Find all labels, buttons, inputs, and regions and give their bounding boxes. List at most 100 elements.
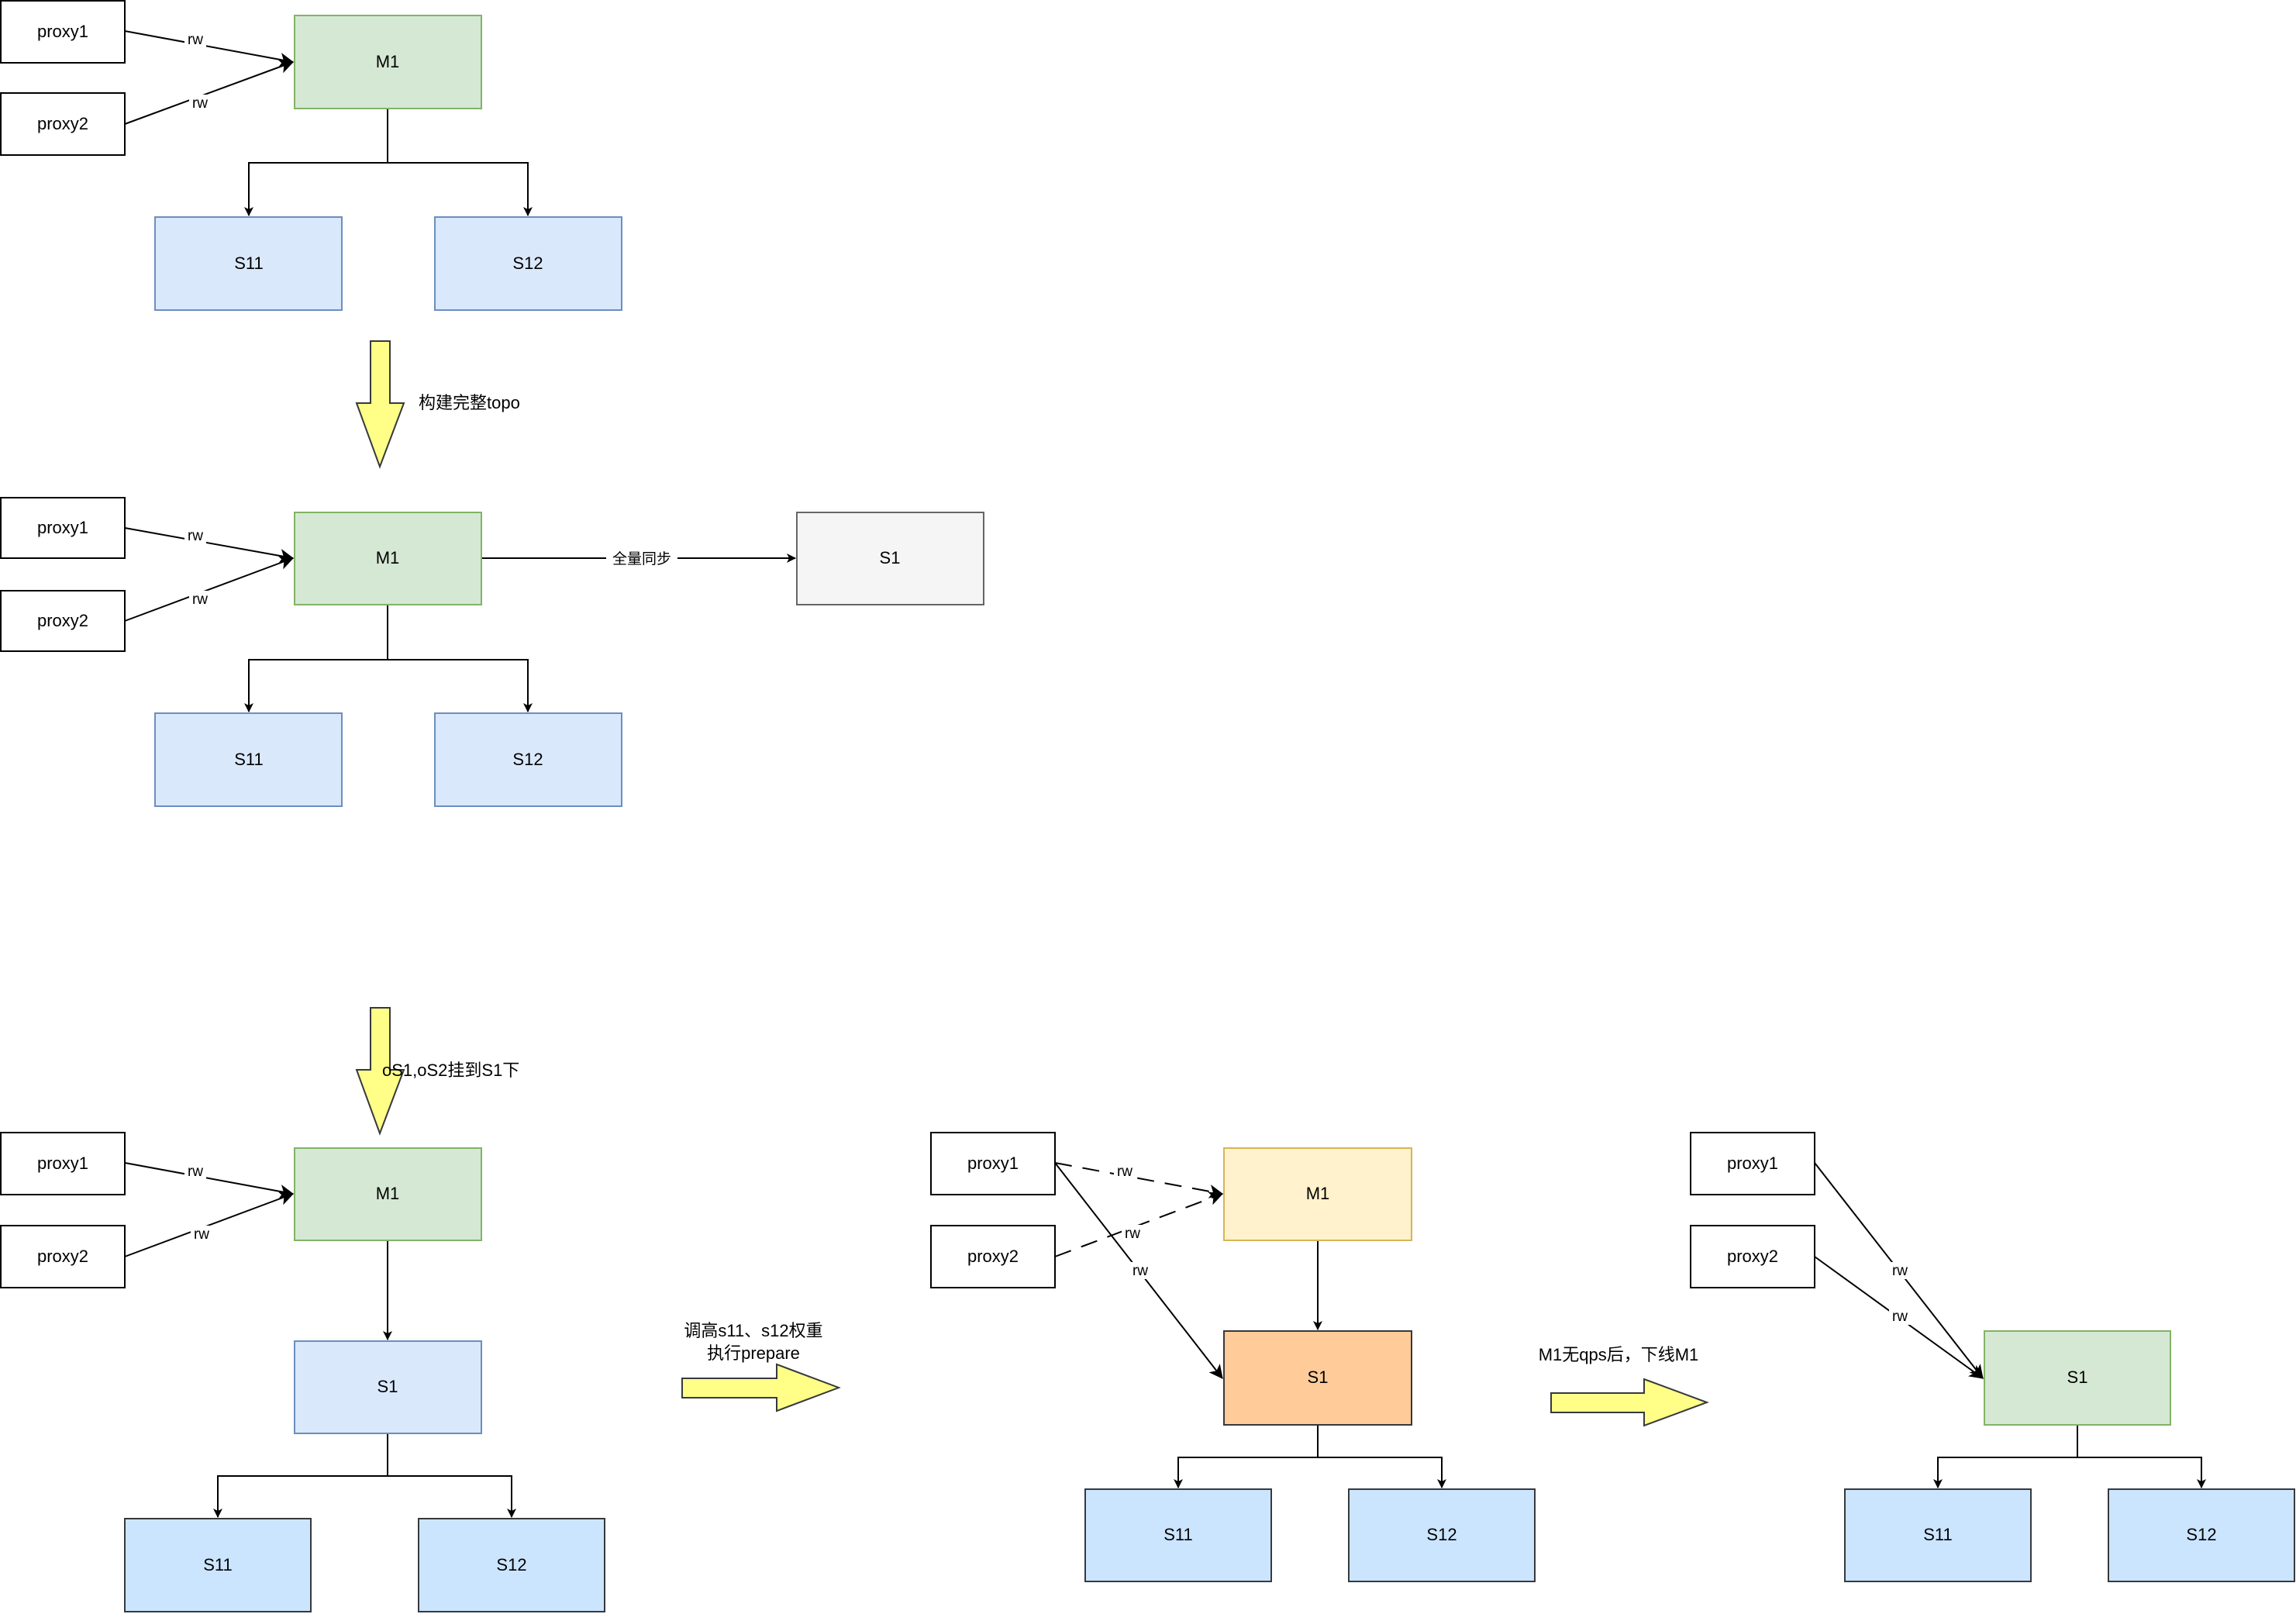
down-arrow-icon bbox=[355, 340, 405, 469]
edge-label-bg bbox=[1114, 1163, 1136, 1180]
node-label: proxy1 bbox=[37, 1154, 88, 1173]
node-s11[interactable]: S11 bbox=[1084, 1488, 1272, 1582]
edge-proxy2-m1 bbox=[124, 556, 295, 622]
right-arrow-icon bbox=[1550, 1378, 1709, 1427]
node-proxy2[interactable]: proxy2 bbox=[0, 1225, 126, 1288]
node-label: S1 bbox=[1308, 1367, 1329, 1387]
node-m1[interactable]: M1 bbox=[294, 512, 482, 605]
node-proxy1[interactable]: proxy1 bbox=[0, 0, 126, 64]
edge-label-bg bbox=[1889, 1262, 1911, 1279]
edge-s1-s11 bbox=[1933, 1425, 2078, 1488]
transition-arrow-4: M1无qps后，下线M1 bbox=[1539, 1345, 1709, 1427]
node-label: proxy1 bbox=[967, 1154, 1019, 1173]
edge-label-proxy2-m1: rw bbox=[192, 95, 208, 112]
node-s11[interactable]: S11 bbox=[124, 1518, 312, 1612]
node-label: S11 bbox=[1164, 1525, 1193, 1544]
node-label: S11 bbox=[203, 1555, 233, 1574]
edge-m1-s11 bbox=[244, 605, 388, 712]
node-proxy1[interactable]: proxy1 bbox=[0, 1132, 126, 1195]
node-label: M1 bbox=[376, 52, 400, 71]
edge-proxy1-m1 bbox=[124, 30, 295, 67]
right-arrow-icon bbox=[681, 1363, 841, 1412]
edge-m1-s12 bbox=[388, 162, 533, 216]
transition-arrow-1: 构建完整topo bbox=[355, 340, 520, 469]
node-proxy1[interactable]: proxy1 bbox=[0, 497, 126, 559]
edge-label-proxy2-m1: rw bbox=[1125, 1226, 1140, 1242]
edge-label-proxy1-s1: rw bbox=[1132, 1263, 1148, 1279]
edge-s1-s12 bbox=[388, 1475, 516, 1518]
edge-label-m1-s1: 全量同步 bbox=[612, 550, 671, 567]
node-s1[interactable]: S1 bbox=[1984, 1330, 2171, 1426]
edge-label-proxy2-s1: rw bbox=[1892, 1309, 1908, 1325]
transition-label-2: oS1,oS2挂到S1下 bbox=[382, 1060, 519, 1080]
node-s11[interactable]: S11 bbox=[154, 216, 343, 311]
edge-proxy2-m1 bbox=[124, 1192, 295, 1257]
node-label: M1 bbox=[376, 548, 400, 567]
node-label: S1 bbox=[2067, 1367, 2088, 1387]
transition-arrow-3: 调高s11、s12权重 执行prepare bbox=[681, 1321, 841, 1412]
node-s12[interactable]: S12 bbox=[418, 1518, 605, 1612]
node-label: S12 bbox=[2186, 1525, 2216, 1544]
node-s12[interactable]: S12 bbox=[2108, 1488, 2295, 1582]
edge-label-proxy1-m1: rw bbox=[1117, 1164, 1132, 1180]
node-s12[interactable]: S12 bbox=[434, 712, 622, 807]
node-s11[interactable]: S11 bbox=[1844, 1488, 2032, 1582]
down-arrow-icon bbox=[355, 1007, 405, 1136]
stage-initial-topology: rw rw proxy1 proxy2 M1 S11 S12 bbox=[0, 0, 622, 311]
edge-s1-s12 bbox=[2077, 1457, 2206, 1488]
node-label: proxy1 bbox=[37, 518, 88, 537]
node-s11[interactable]: S11 bbox=[154, 712, 343, 807]
node-s1[interactable]: S1 bbox=[294, 1340, 482, 1434]
edge-label-proxy2-m1: rw bbox=[194, 1226, 209, 1243]
edge-s1-s11 bbox=[213, 1433, 388, 1518]
node-m1[interactable]: M1 bbox=[294, 1147, 482, 1241]
edge-label-bg bbox=[1129, 1262, 1151, 1279]
node-label: proxy2 bbox=[37, 114, 88, 133]
node-label: S11 bbox=[1923, 1525, 1953, 1544]
edge-s1-s11 bbox=[1174, 1425, 1319, 1488]
node-label: proxy1 bbox=[37, 22, 88, 41]
edge-label-proxy1-m1: rw bbox=[188, 1164, 203, 1180]
node-s1[interactable]: S1 bbox=[796, 512, 984, 605]
node-label: M1 bbox=[376, 1184, 400, 1203]
node-label: S12 bbox=[512, 253, 543, 273]
node-proxy1[interactable]: proxy1 bbox=[930, 1132, 1056, 1195]
node-label: proxy2 bbox=[37, 1247, 88, 1266]
edge-m1-s11 bbox=[244, 109, 388, 216]
edge-label-bg bbox=[606, 548, 677, 568]
node-label: S12 bbox=[512, 750, 543, 769]
stage-build-full-topo: rw rw 全量同步 proxy1 proxy2 M1 S1 S11 S12 bbox=[0, 497, 984, 807]
node-s12[interactable]: S12 bbox=[1348, 1488, 1536, 1582]
stage-prepare: rw rw rw proxy1 proxy2 M1 S1 S11 S12 bbox=[930, 1132, 1536, 1582]
stage-attach-to-s1: rw rw proxy1 proxy2 M1 S1 S11 S12 bbox=[0, 1132, 605, 1612]
node-label: proxy2 bbox=[967, 1247, 1019, 1266]
node-proxy2[interactable]: proxy2 bbox=[0, 590, 126, 652]
edge-label-proxy2-m1: rw bbox=[192, 591, 208, 608]
node-label: S11 bbox=[234, 253, 264, 273]
node-proxy2[interactable]: proxy2 bbox=[930, 1225, 1056, 1288]
node-m1[interactable]: M1 bbox=[1223, 1147, 1412, 1241]
node-label: S1 bbox=[880, 548, 901, 567]
transition-label-1: 构建完整topo bbox=[419, 393, 520, 412]
edge-proxy1-m1 bbox=[124, 1162, 295, 1198]
edge-m1-s12 bbox=[388, 659, 533, 712]
edge-label-proxy1-s1: rw bbox=[1892, 1263, 1908, 1279]
edge-label-bg bbox=[189, 591, 211, 608]
edge-label-bg bbox=[191, 1226, 212, 1243]
node-m1[interactable]: M1 bbox=[294, 15, 482, 109]
node-proxy2[interactable]: proxy2 bbox=[0, 92, 126, 156]
node-label: proxy2 bbox=[37, 611, 88, 630]
edge-label-bg bbox=[1889, 1308, 1911, 1325]
node-s12[interactable]: S12 bbox=[434, 216, 622, 311]
edge-label-bg bbox=[184, 31, 206, 48]
node-proxy2[interactable]: proxy2 bbox=[1690, 1225, 1815, 1288]
node-s1[interactable]: S1 bbox=[1223, 1330, 1412, 1426]
edge-label-proxy1-m1: rw bbox=[188, 32, 203, 48]
edge-proxy2-m1 bbox=[124, 60, 295, 125]
node-proxy1[interactable]: proxy1 bbox=[1690, 1132, 1815, 1195]
node-label: S11 bbox=[234, 750, 264, 769]
edge-proxy1-m1 bbox=[1054, 1162, 1224, 1198]
edge-label-proxy1-m1: rw bbox=[188, 528, 203, 544]
node-label: proxy2 bbox=[1727, 1247, 1778, 1266]
